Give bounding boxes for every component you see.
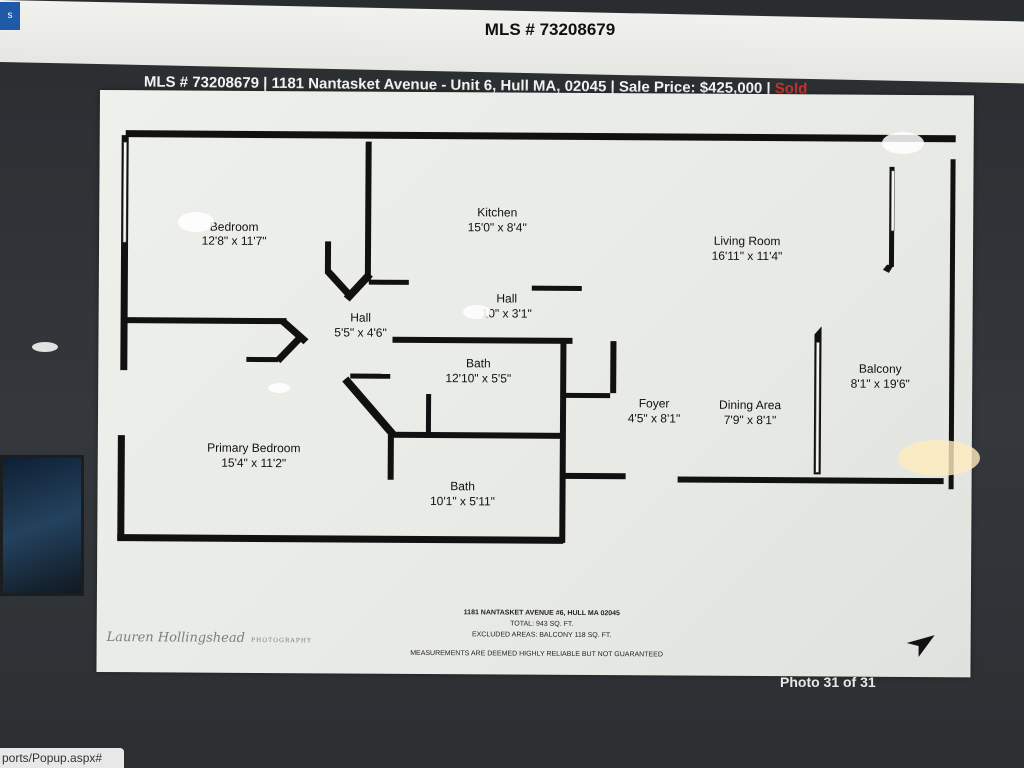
wall-bedroom-stub <box>246 356 279 363</box>
floorplan-photo[interactable]: Bedroom 12'8" x 11'7" Kitchen 15'0" x 8'… <box>96 90 974 678</box>
wall-bath-middle <box>389 431 564 439</box>
floorplan-total: TOTAL: 943 SQ. FT. <box>510 621 573 628</box>
wall-balcony-cap <box>814 326 822 339</box>
wall-balcony-tip <box>882 264 894 273</box>
wall-bath-diagonal <box>342 376 396 437</box>
room-name-bedroom: Bedroom <box>210 220 259 234</box>
corner-tab[interactable]: s <box>0 2 20 30</box>
room-size-kitchen: 15'0" x 8'4" <box>468 220 527 234</box>
wall-bedroom-bottom <box>126 317 287 325</box>
wall-hall-stub <box>368 279 409 285</box>
photo-counter: Photo 31 of 31 <box>780 674 876 690</box>
floorplan-disclaimer: MEASUREMENTS ARE DEEMED HIGHLY RELIABLE … <box>410 650 663 659</box>
room-size-living-room: 16'11" x 11'4" <box>712 249 783 263</box>
window-bedroom <box>122 141 127 243</box>
photographer-watermark: Lauren Hollingshead PHOTOGRAPHY <box>107 630 312 646</box>
glare-spot <box>882 132 924 154</box>
popup-title-bar <box>0 0 1024 84</box>
window-balcony <box>815 342 820 473</box>
wall-foyer-post <box>610 341 617 394</box>
room-name-dining-area: Dining Area <box>719 398 781 412</box>
room-size-hall-1: 5'5" x 4'6" <box>334 325 387 339</box>
room-size-foyer: 4'5" x 8'1" <box>628 411 681 425</box>
north-arrow-icon <box>906 635 935 658</box>
wall-bath-right <box>559 342 567 543</box>
room-size-primary-bedroom: 15'4" x 11'2" <box>221 456 286 470</box>
room-name-hall-1: Hall <box>350 311 371 325</box>
floorplan-address: 1181 NANTASKET AVENUE #6, HULL MA 02045 <box>464 609 620 617</box>
kitchen-counter <box>531 285 582 291</box>
room-size-bath-2: 10'1" x 5'11" <box>430 494 495 508</box>
glare-spot <box>463 305 491 319</box>
wall-bedroom-corner-2 <box>275 334 304 364</box>
wall-bath2-left <box>387 434 394 480</box>
room-name-bath-2: Bath <box>450 479 475 493</box>
wall-foyer-stub <box>564 392 611 399</box>
room-size-bedroom: 12'8" x 11'7" <box>202 234 267 248</box>
room-name-foyer: Foyer <box>639 396 670 410</box>
wall-bottom-left <box>117 534 564 544</box>
wall-bath1-top <box>392 336 573 344</box>
glare-spot <box>32 342 58 352</box>
room-size-bath-1: 12'10" x 5'5" <box>445 371 511 385</box>
photographer-name: Lauren Hollingshead <box>106 630 246 646</box>
floorplan-drawing: Bedroom 12'8" x 11'7" Kitchen 15'0" x 8'… <box>117 130 956 659</box>
browser-status-url: ports/Popup.aspx# <box>0 748 124 768</box>
room-name-balcony: Balcony <box>859 362 902 376</box>
wall-right <box>948 159 956 490</box>
window-title: MLS # 73208679 <box>484 20 616 39</box>
room-name-kitchen: Kitchen <box>477 205 517 219</box>
window-living <box>890 170 895 232</box>
wall-hall-diagonal-2 <box>343 271 373 302</box>
room-name-hall-2: Hall <box>496 291 517 305</box>
room-name-living-room: Living Room <box>714 234 781 248</box>
glare-spot <box>898 440 980 476</box>
glare-spot <box>178 212 214 232</box>
wall-foyer-bottom <box>563 472 626 480</box>
room-size-hall-2: 10" x 3'1" <box>482 306 532 320</box>
room-size-balcony: 8'1" x 19'6" <box>851 377 910 391</box>
room-name-primary-bedroom: Primary Bedroom <box>207 441 300 456</box>
wall-bedroom-kitchen <box>364 141 372 282</box>
room-size-dining-area: 7'9" x 8'1" <box>724 413 777 427</box>
room-name-bath-1: Bath <box>466 356 491 370</box>
wall-bottom-right <box>677 476 944 485</box>
wall-left-lower <box>117 435 125 541</box>
wall-bath-inner <box>425 393 432 435</box>
glare-spot <box>268 383 290 393</box>
photographer-sub: PHOTOGRAPHY <box>250 636 312 645</box>
wall-top <box>125 130 956 143</box>
wall-bath-stub <box>350 373 391 379</box>
floorplan-walls <box>117 130 956 544</box>
background-painting <box>0 455 84 596</box>
floorplan-excluded: EXCLUDED AREAS: BALCONY 118 SQ. FT. <box>472 631 611 639</box>
